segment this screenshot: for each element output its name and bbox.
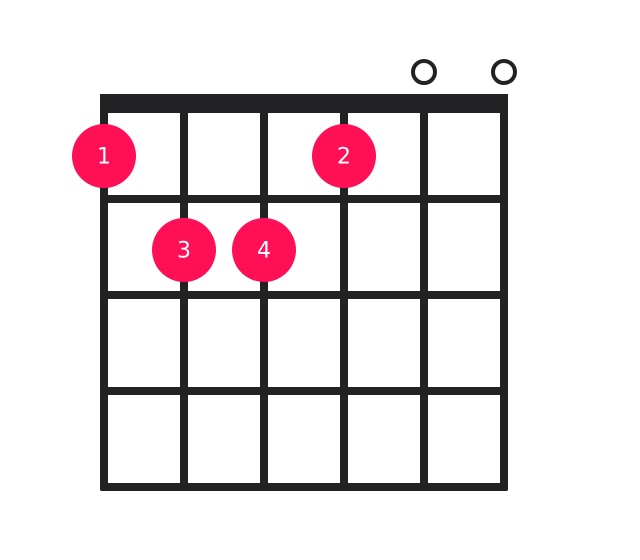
finger-label-4: 4 [257,239,271,264]
nut [100,94,508,113]
finger-label-2: 2 [337,145,351,170]
fret-2 [100,291,508,299]
finger-label-3: 3 [177,239,191,264]
finger-label-1: 1 [97,145,111,170]
finger-dot-4: 4 [232,218,296,282]
fret-3 [100,387,508,395]
open-string-marker-5 [411,59,437,85]
open-string-marker-6 [491,59,517,85]
frets [100,195,508,491]
fret-4 [100,483,508,491]
finger-dot-3: 3 [152,218,216,282]
fret-1 [100,195,508,203]
finger-dot-1: 1 [72,124,136,188]
finger-dot-2: 2 [312,124,376,188]
